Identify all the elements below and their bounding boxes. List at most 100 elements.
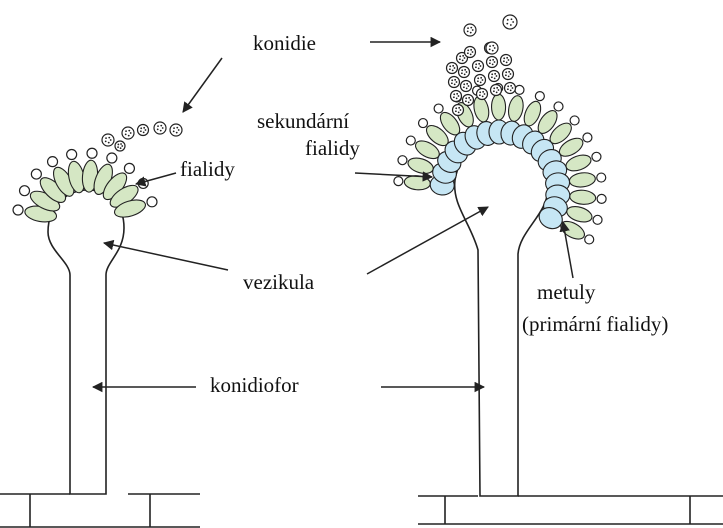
conidium-spine (467, 52, 469, 54)
secondary-phialide-body (506, 94, 525, 122)
conidium-spine (477, 80, 479, 82)
conidium-spine (121, 145, 123, 147)
conidium (107, 153, 117, 163)
conidium-spine (451, 79, 453, 81)
conidium-spine (492, 59, 494, 61)
conidium-spine (459, 55, 461, 57)
conidium-spine (477, 77, 479, 79)
conidium-spine (463, 83, 465, 85)
conidium-spine (460, 109, 462, 111)
conidium-spine (455, 110, 457, 112)
conidium-spine (468, 97, 470, 99)
conidium-spine (117, 146, 119, 148)
conidium-spine (510, 24, 512, 26)
conidium (48, 157, 58, 167)
conidium-spine (176, 132, 178, 134)
conidium-spine (105, 140, 107, 142)
conidium-spine (162, 127, 164, 129)
conidium (147, 197, 157, 207)
conidium (463, 95, 474, 106)
conidium-spine (489, 62, 491, 64)
conidium-spine (472, 29, 474, 31)
conidium-spine (173, 130, 175, 132)
conidium-spine (120, 143, 122, 145)
conidium-spine (496, 87, 498, 89)
conidium-spine (110, 139, 112, 141)
conidium (138, 125, 149, 136)
left-vesicle-and-stalk (48, 190, 124, 494)
conidium-spine (510, 73, 512, 75)
conidium (87, 148, 97, 158)
conidium-spine (160, 130, 162, 132)
conidium-spine (466, 87, 468, 89)
secondary-phialide (506, 94, 525, 122)
label-konidiofor: konidiofor (210, 373, 299, 397)
conidium-spine (455, 107, 457, 109)
conidium-spine (465, 100, 467, 102)
conidium-spine (461, 72, 463, 74)
conidium-spine (464, 69, 466, 71)
conidium (154, 122, 166, 134)
conidium (447, 63, 458, 74)
conidium-spine (489, 59, 491, 61)
conidium (503, 15, 517, 29)
conidium-spine (494, 77, 496, 79)
conidium-spine (479, 94, 481, 96)
label-fialidy: fialidy (180, 157, 235, 181)
conidium-spine (456, 81, 458, 83)
conidium-spine (507, 85, 509, 87)
conidium-spine (508, 71, 510, 73)
left-substrate-hypha (0, 494, 200, 527)
conidium-spine (456, 97, 458, 99)
conidium (597, 173, 606, 182)
conidium (570, 116, 579, 125)
secondary-phialide (491, 94, 505, 120)
conidium-spine (458, 95, 460, 97)
conidium-spine (128, 130, 130, 132)
conidium-spine (463, 86, 465, 88)
conidium-spine (120, 147, 122, 149)
conidium-spine (506, 57, 508, 59)
secondary-phialide-body (569, 189, 596, 205)
conidium (13, 205, 23, 215)
conidium-spine (449, 68, 451, 70)
conidium-spine (510, 85, 512, 87)
conidium (473, 61, 484, 72)
arrow-sekundarni-fialidy (355, 173, 432, 177)
conidium (122, 127, 134, 139)
conidium-spine (108, 137, 110, 139)
labels: konidie fialidy sekundární fialidy vezik… (180, 31, 668, 397)
conidium (503, 69, 514, 80)
conidium-spine (503, 57, 505, 59)
conidium (585, 235, 594, 244)
label-metuly-line1: metuly (537, 280, 596, 304)
conidium-spine (464, 73, 466, 75)
conidium-spine (479, 91, 481, 93)
conidium-spine (462, 55, 464, 57)
conidium-spine (125, 133, 127, 135)
arrow-vezikula-left (104, 243, 228, 270)
conidium-spine (461, 69, 463, 71)
conidium (477, 89, 488, 100)
arrow-konidie-left (183, 58, 222, 112)
conidium (459, 67, 470, 78)
conidium-spine (482, 95, 484, 97)
conidium-spine (467, 27, 469, 29)
conidium (593, 215, 602, 224)
conidium-spine (475, 63, 477, 65)
conidium-spine (482, 91, 484, 93)
conidium (501, 55, 512, 66)
conidium (554, 102, 563, 111)
conidium-spine (482, 79, 484, 81)
conidium-spine (466, 83, 468, 85)
conidium-spine (462, 59, 464, 61)
conidium-spine (470, 53, 472, 55)
conidium (461, 81, 472, 92)
conidium (505, 83, 516, 94)
conidium (583, 133, 592, 142)
conidium (20, 186, 30, 196)
conidium-spine (505, 71, 507, 73)
conidium-spine (480, 77, 482, 79)
conidium-spine (456, 93, 458, 95)
conidium-spine (493, 90, 495, 92)
